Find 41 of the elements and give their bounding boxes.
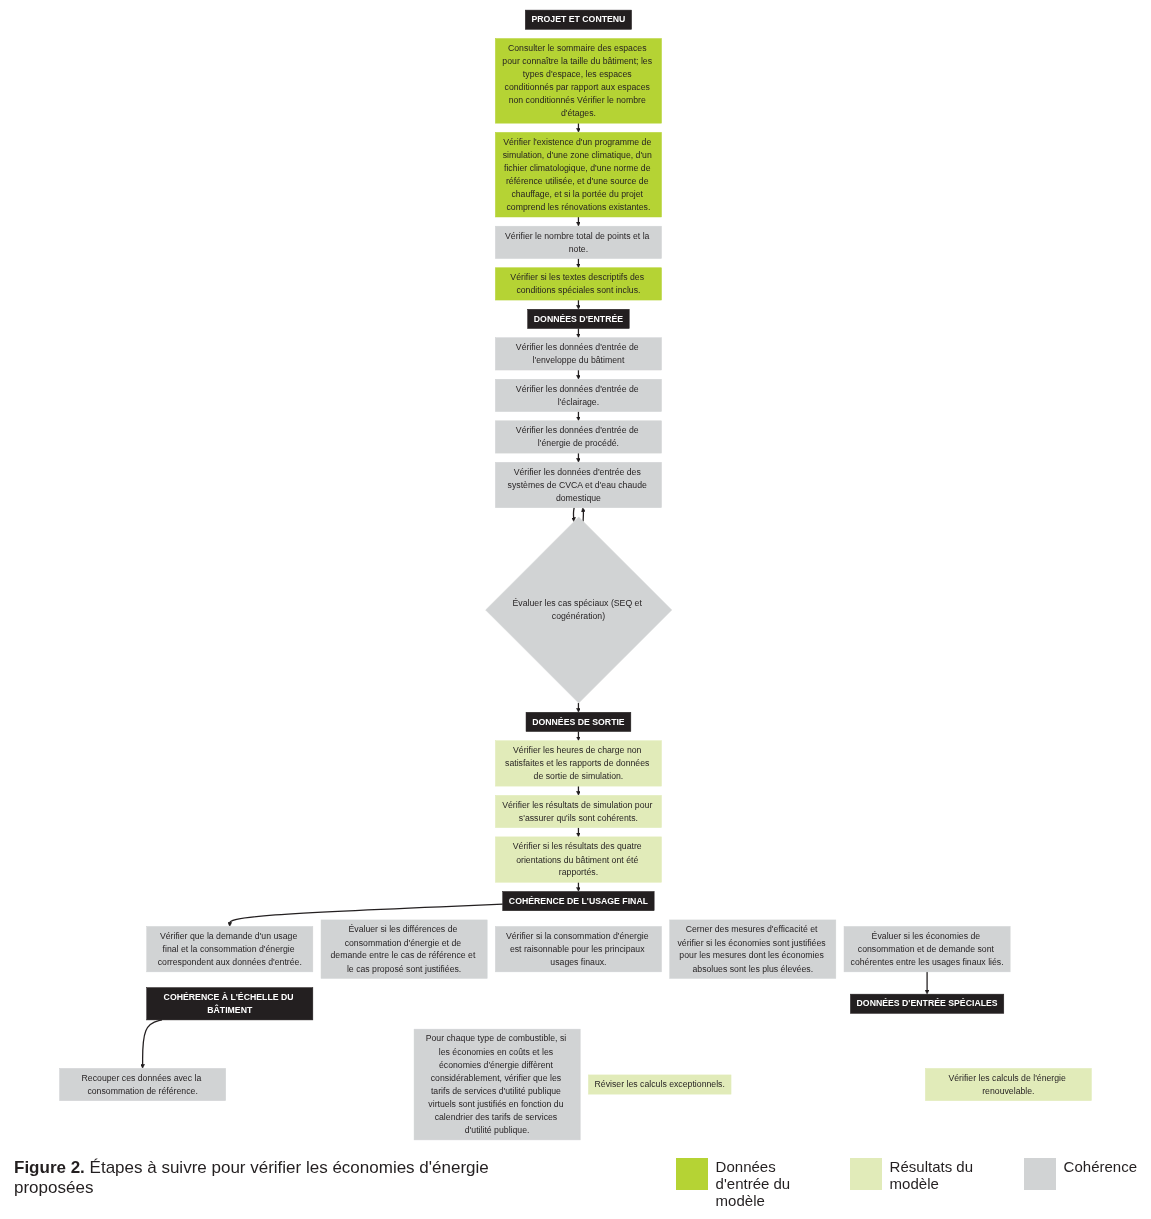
legend-label: Cohérence [1063, 1158, 1137, 1175]
arrow [576, 122, 581, 133]
figure-caption: Figure 2. Étapes à suivre pour vérifier les économies d'énergie proposées [14, 1158, 490, 1198]
node-box [146, 987, 314, 1021]
node-box [495, 267, 662, 301]
arrow [576, 827, 581, 838]
node-box [495, 740, 662, 787]
node-diamond [485, 516, 672, 704]
node-box [843, 926, 1011, 973]
node-box [588, 1074, 732, 1095]
arrow [576, 327, 581, 338]
node-box [495, 926, 662, 973]
node-box [320, 919, 488, 979]
node-box [850, 993, 1005, 1014]
legend-label: Résultats du modèle [889, 1158, 974, 1192]
node-box [495, 836, 662, 883]
node-box [527, 309, 630, 329]
node-box [925, 1068, 1092, 1101]
arrow [576, 410, 581, 421]
node-box [495, 337, 662, 371]
node-box [495, 225, 662, 259]
node-box [495, 379, 662, 412]
node-box [525, 712, 632, 732]
arrow [576, 730, 581, 741]
node-box [669, 919, 837, 979]
node-box [59, 1068, 226, 1101]
node-box [502, 891, 655, 911]
legend-label: Données d'entrée du modèle [715, 1158, 792, 1209]
arrow [576, 257, 581, 268]
arrow [571, 507, 576, 522]
node-box [495, 795, 662, 828]
arrow [227, 903, 504, 927]
flowchart-drawing: PROJET ET CONTENU Consulter le sommaire des espaces pour connaître la taille du bâtiment; les types d'espace, les espaces conditionnés par rapport aux espaces non conditionnés Vérifier le nombre d'étages. Vérifier l'existence d'un programme de simulation, d'une zone climatique, d'un fichier climatologique, d'une norme de référence utilisée, et d'une source de chauffage, et si la portée du projet comprend les rénovations existantes. Vérifier le nombre total de points et la note. Vérifier si les textes descriptifs des conditions spéciales sont inclus. DONNÉES D'ENTRÉE Vérifier les données d'entrée de l'enveloppe du bâtiment Vérifier les données d'entrée de l'éclairage. Vérifier les données d'entrée de l'énergie de procédé. Vérifier les données d'entrée des systèmes de CVCA et d'eau chaude domestique Évaluer les cas spéciaux (SEQ et cogénération) DONNÉES DE SORTIE Vérifier les heures de charge non satisfaites et les rapports de données de sortie de simulation. Vérifier les résultats de simulation pour s'assurer qu'ils sont cohérents. Vérifier si les résultats des quatre orientations du bâtiment ont été rapportés. COHÉRENCE DE L'USAGE FINAL Vérifier que la demande d'un usage final et la consommation d'énergie correspondent aux données d'entrée. Évaluer si les différences de consommation d'énergie et de demande entre le cas de référence et le cas proposé sont justifiées. Vérifier si la consommation d'énergie est raisonnable pour les principaux usages finaux. Cerner des mesures d'efficacité et vérifier si les économies sont justifiées pour les mesures dont les économies absolues sont les plus élevées. Évaluer si les économies de consommation et de demande sont cohérentes entre les usages finaux liés. COHÉRENCE À L'ÉCHELLE DU BÂTIMENT Recouper ces données avec la consommation de référence. Pour chaque type de combustible, si les économies en coûts et les économies d'énergie diffèrent considérablement, vérifier que les tarifs de services d'utilité publique virtuels sont justifiés en fonction du calendrier des tarifs de services d'utilité publique. DONNÉES D'ENTRÉE SPÉCIALES Réviser les calculs exceptionnels. Vérifier les calculs de l'énergie renouvelable. [6, 6, 1145, 1144]
node-box [525, 9, 632, 30]
node-box [146, 926, 314, 973]
node-box [495, 132, 662, 218]
node-box [495, 38, 662, 124]
arrow [924, 971, 930, 995]
node-box [495, 420, 662, 454]
node-box [413, 1028, 581, 1141]
node-box [495, 462, 662, 508]
